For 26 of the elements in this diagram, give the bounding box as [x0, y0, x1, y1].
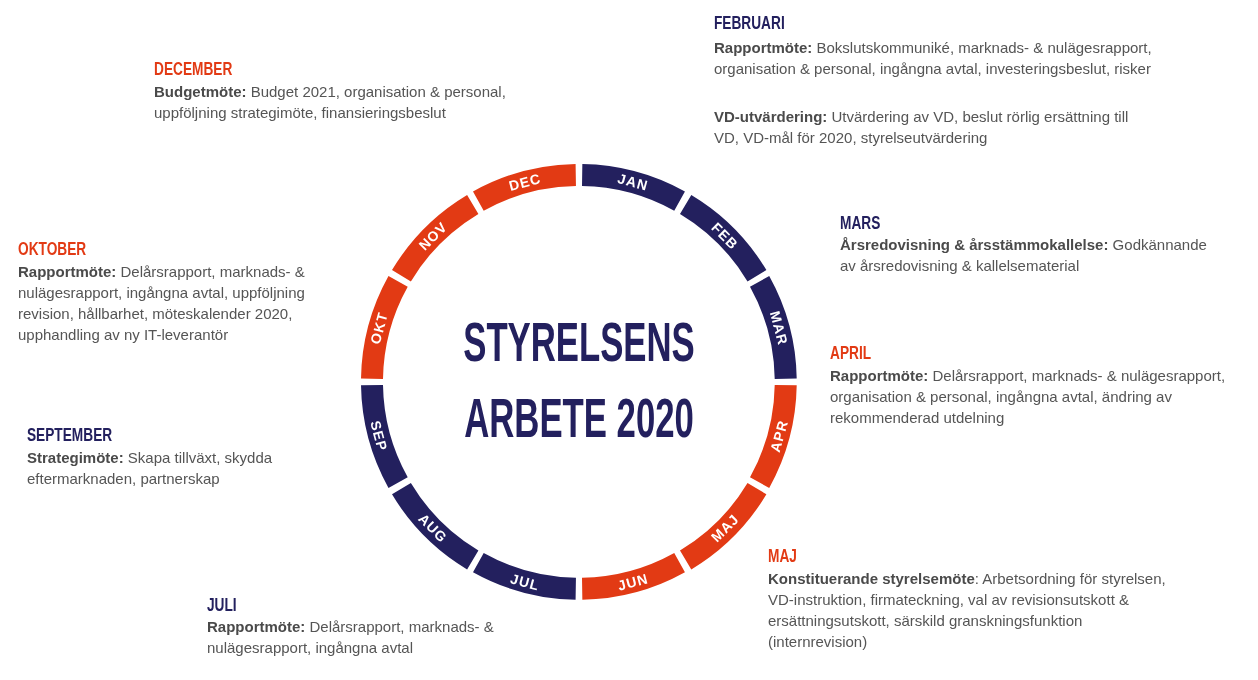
month-heading: DECEMBER — [154, 58, 233, 80]
month-label: JUL — [509, 571, 542, 593]
month-heading: MARS — [840, 212, 881, 234]
month-heading: FEBRUARI — [714, 12, 785, 34]
month-label: JAN — [615, 171, 650, 193]
meeting-description: Budgetmöte: Budget 2021, organisation & personal, uppföljning strategimöte, finansieringsbeslut — [154, 82, 507, 123]
meeting-description: Konstituerande styrelsemöte: Arbetsordning för styrelsen, VD-instruktion, firmateckning, val av revisionsutskott & ersättningsutskott, särskild granskningsfunktion (internrevision) — [768, 569, 1167, 652]
meeting-description: VD-utvärdering: Utvärdering av VD, beslut rörlig ersättning till VD, VD-mål för 2020, styrelseutvärdering — [714, 107, 1130, 148]
month-label: APR — [767, 418, 790, 454]
meeting-description: Årsredovisning & årsstämmokallelse: Godkännande av årsredovisning & kallelsematerial — [840, 235, 1208, 276]
meeting-description: Rapportmöte: Bokslutskommuniké, marknads- & nulägesrapport, organisation & personal, ingångna avtal, investeringsbeslut, risker — [714, 38, 1153, 79]
meeting-description: Rapportmöte: Delårsrapport, marknads- & nulägesrapport, ingångna avtal — [207, 617, 495, 658]
month-heading: OKTOBER — [18, 238, 87, 260]
month-heading: SEPTEMBER — [27, 424, 113, 446]
month-heading: MAJ — [768, 545, 797, 567]
month-label: DEC — [507, 171, 543, 193]
meeting-description: Rapportmöte: Delårsrapport, marknads- & nulägesrapport, ingångna avtal, uppföljning revision, hållbarhet, möteskalender 2020, upphandling av ny IT-leverantör — [18, 262, 306, 345]
title: STYRELSENS ARBETE 2020 — [462, 309, 696, 451]
month-label: JUN — [615, 571, 650, 593]
month-label: MAR — [767, 309, 791, 348]
month-label: OKT — [368, 310, 390, 346]
month-heading: JULI — [207, 594, 237, 616]
meeting-description: Rapportmöte: Delårsrapport, marknads- & nulägesrapport, organisation & personal, ingångna avtal, ändring av rekommenderad utdelning — [830, 366, 1227, 428]
month-label: SEP — [368, 418, 390, 453]
meeting-description: Strategimöte: Skapa tillväxt, skydda eftermarknaden, partnerskap — [27, 448, 274, 489]
month-heading: APRIL — [830, 342, 872, 364]
